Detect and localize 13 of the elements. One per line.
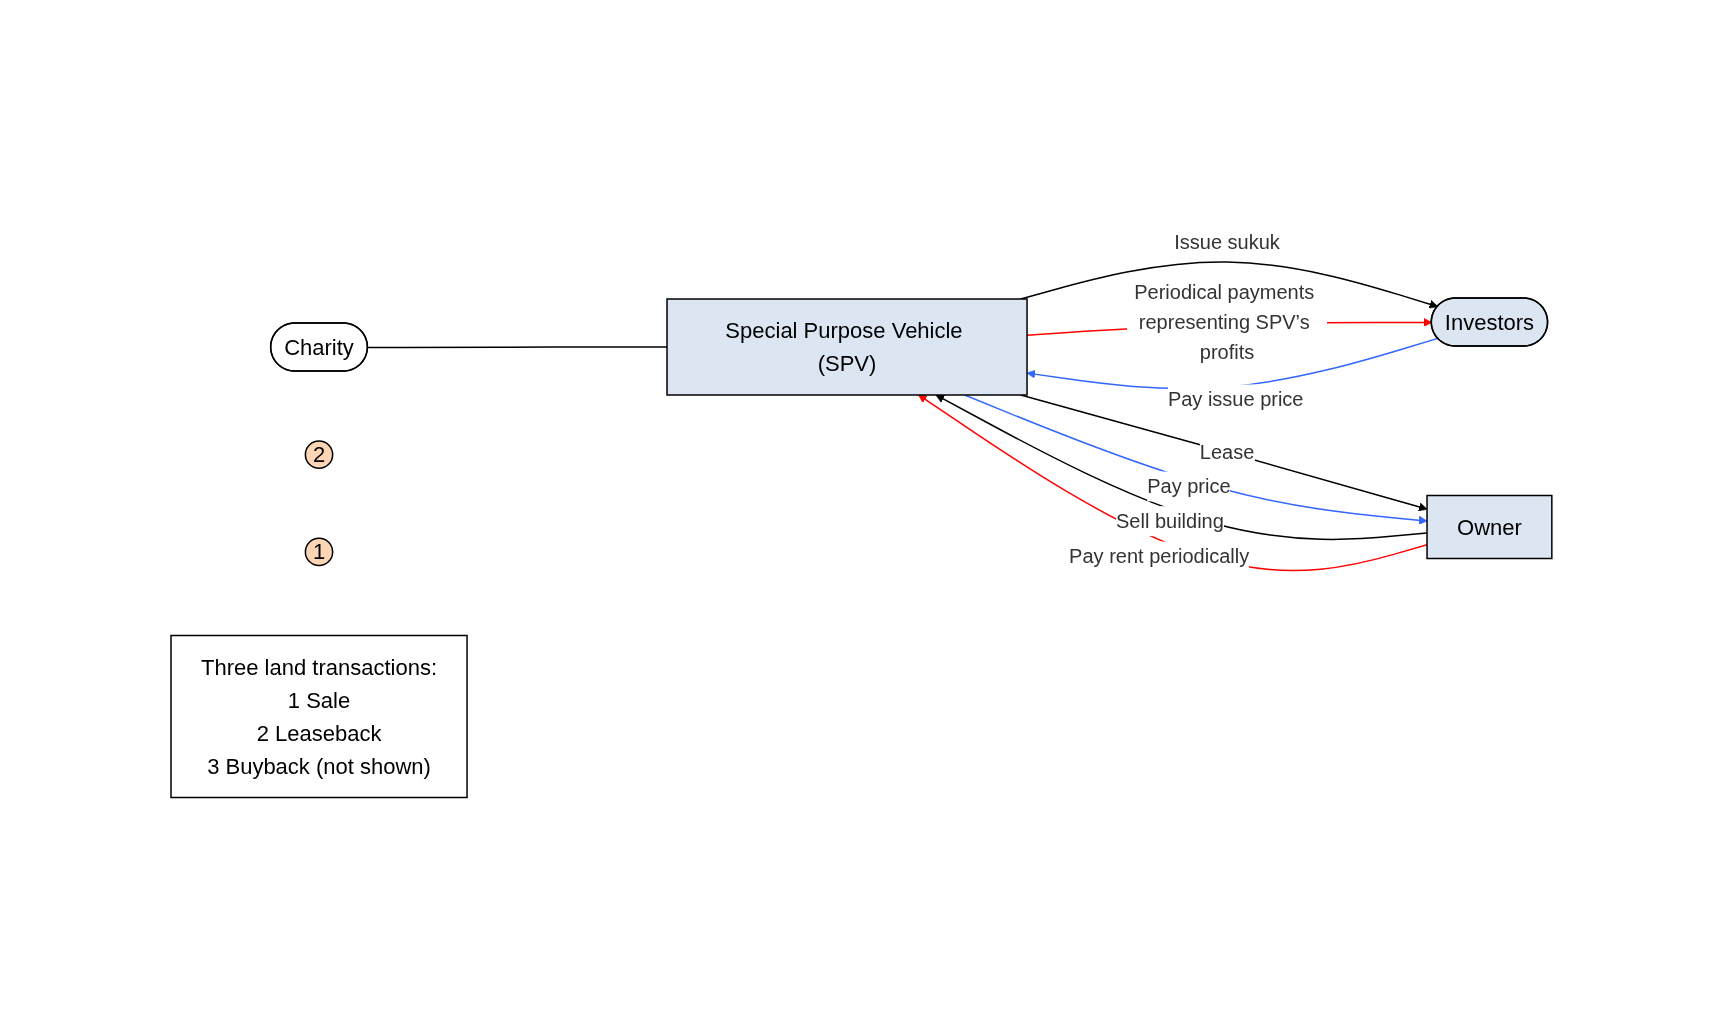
- node-circle: 1: [304, 537, 333, 566]
- node-box: Three land transactions: 1 Sale 2 Leaseback 3 Buyback (not shown): [169, 634, 468, 798]
- edge-label: Pay price: [1146, 475, 1231, 498]
- arrow: [963, 394, 1427, 525]
- edge-label: Pay rent periodically: [1068, 545, 1249, 568]
- node-circle: 2: [304, 440, 333, 469]
- edge-label: Sell building: [1115, 509, 1224, 532]
- edge-label: Issue sukuk: [1173, 230, 1280, 253]
- edge-label: Periodical payments representing SPV’s profits: [1133, 280, 1314, 363]
- edge-label: Lease: [1199, 440, 1254, 463]
- node-box: Special Purpose Vehicle (SPV): [665, 298, 1028, 396]
- edge-label: Pay issue price: [1167, 388, 1304, 411]
- node-box: Owner: [1425, 494, 1553, 559]
